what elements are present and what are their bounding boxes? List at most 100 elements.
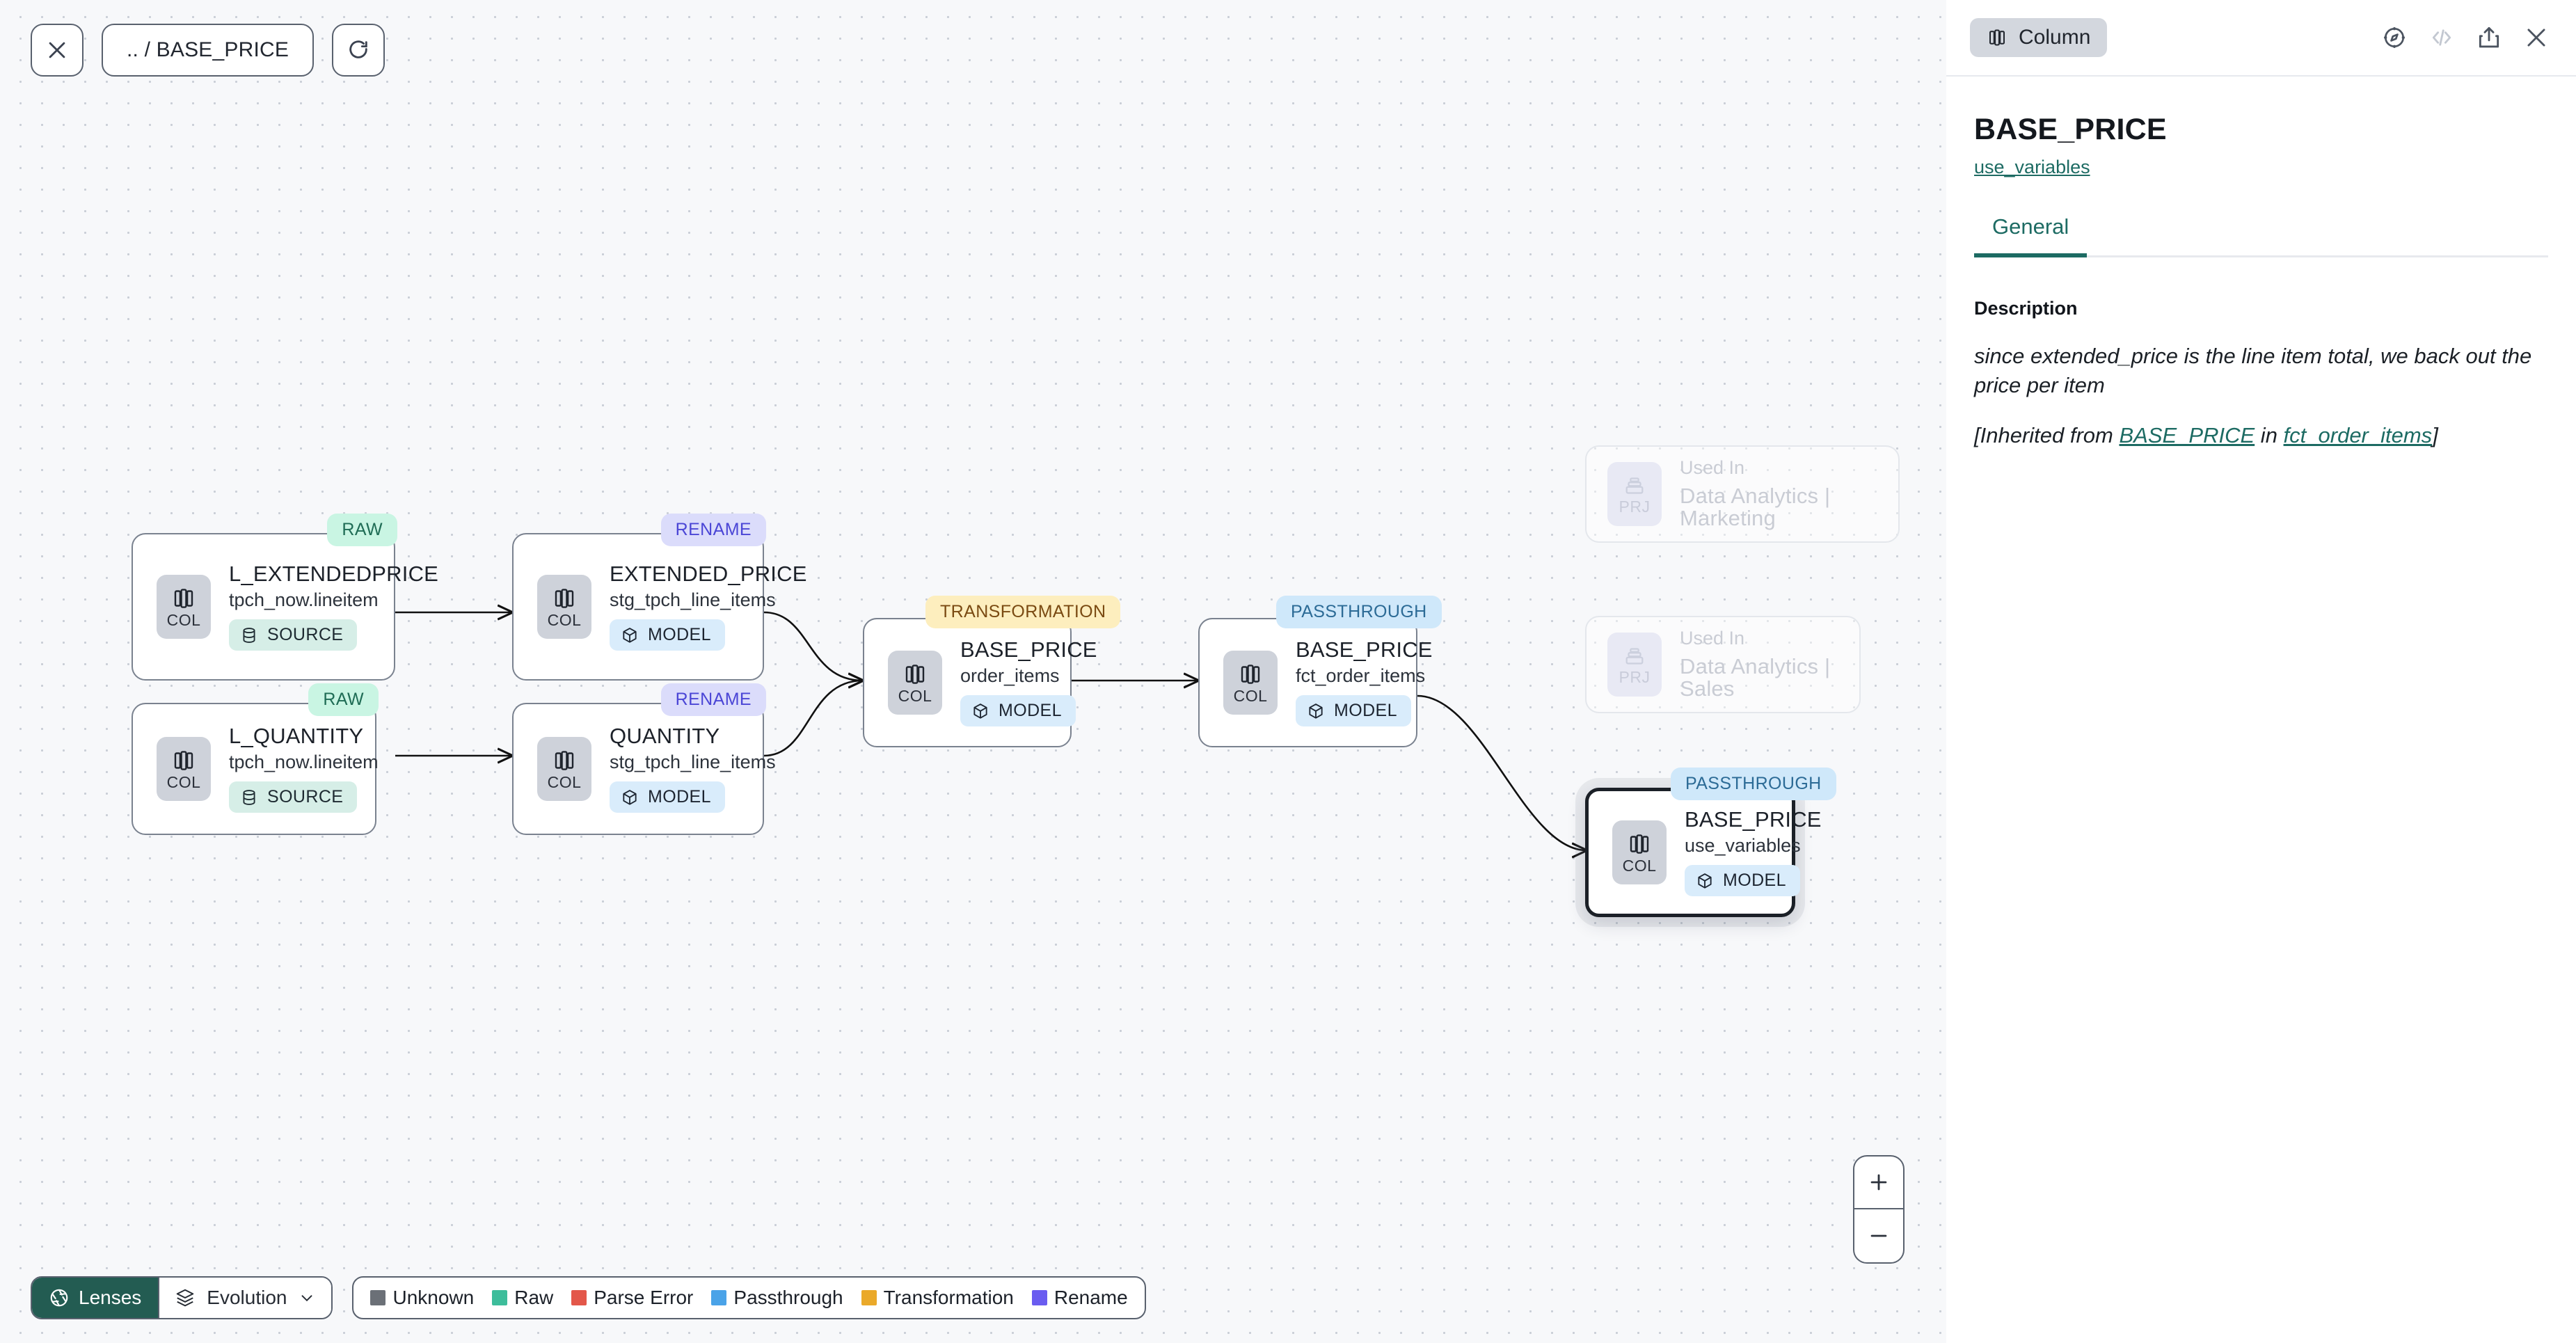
node-base-price-fct-order-items[interactable]: PASSTHROUGH COL BASE_PRICE fct_order_ite… (1198, 596, 1442, 747)
legend-label: Parse Error (594, 1287, 694, 1308)
node-kind-pill: MODEL (1296, 695, 1411, 727)
node-badge-passthrough: PASSTHROUGH (1276, 596, 1442, 628)
used-in-label: Used In (1680, 457, 1745, 479)
minus-icon (1870, 1234, 1887, 1237)
cube-icon (973, 704, 987, 719)
legend-item: Transformation (861, 1287, 1014, 1309)
col-type-label: COL (547, 610, 582, 629)
node-kind-pill: MODEL (960, 695, 1076, 727)
lenses-button[interactable]: Lenses (32, 1278, 159, 1318)
col-type-label: COL (1622, 856, 1657, 875)
zoom-in-button[interactable] (1854, 1157, 1903, 1209)
zoom-out-button[interactable] (1854, 1209, 1903, 1262)
node-title: BASE_PRICE (1685, 806, 1822, 832)
legend-swatch (1031, 1290, 1047, 1305)
share-icon (2479, 26, 2499, 48)
cube-icon (623, 628, 637, 643)
entity-type-chip[interactable]: Column (1970, 18, 2108, 57)
node-badge-raw: RAW (308, 683, 379, 716)
node-kind-pill: MODEL (610, 619, 725, 651)
node-used-in-sales[interactable]: PRJ Used In Data Analytics | Sales (1585, 616, 1861, 713)
node-body: Used In Data Analytics | Marketing (1680, 458, 1898, 530)
prj-type-label: PRJ (1619, 667, 1651, 686)
node-body: BASE_PRICE fct_order_items MODEL (1296, 638, 1433, 727)
explore-button[interactable] (2381, 24, 2408, 51)
database-icon (243, 790, 255, 805)
code-icon (2432, 29, 2451, 46)
node-body: L_EXTENDEDPRICE tpch_now.lineitem SOURCE (229, 561, 439, 651)
description-label: Description (1974, 298, 2078, 319)
node-title: L_QUANTITY (229, 723, 364, 748)
node-title: QUANTITY (610, 723, 720, 748)
col-type-badge: COL (1612, 820, 1667, 884)
legend-label: Raw (514, 1287, 554, 1308)
cube-icon (1698, 873, 1712, 889)
project-icon (1625, 647, 1644, 665)
panel-close-button[interactable] (2523, 24, 2550, 51)
legend-item: Raw (492, 1287, 553, 1309)
legend-swatch (571, 1290, 587, 1305)
col-type-label: COL (547, 772, 582, 791)
node-body: EXTENDED_PRICE stg_tpch_line_items MODEL (610, 561, 807, 651)
inherited-model-link[interactable]: fct_order_items (2283, 422, 2433, 447)
prj-type-badge: PRJ (1607, 462, 1662, 526)
lineage-canvas[interactable]: .. / BASE_PRICE (0, 0, 1946, 1343)
node-kind-pill: MODEL (1685, 865, 1800, 897)
description-text: since extended_price is the line item to… (1974, 344, 2532, 397)
node-kind-pill-label: SOURCE (267, 787, 344, 807)
aperture-icon (50, 1289, 68, 1307)
col-type-label: COL (166, 610, 201, 629)
close-button[interactable] (31, 24, 84, 77)
details-panel: Column (1946, 0, 2576, 1343)
node-l-quantity[interactable]: RAW COL L_QUANTITY tpch_now.lineitem SOU… (132, 683, 379, 835)
close-icon (49, 42, 65, 58)
panel-tabs: General (1974, 214, 2548, 257)
inherited-prefix: [Inherited from (1974, 422, 2120, 447)
cube-icon (623, 790, 637, 805)
refresh-button[interactable] (332, 24, 385, 77)
node-subtitle: use_variables (1685, 835, 1801, 857)
page-title: BASE_PRICE (1974, 113, 2167, 146)
evolution-dropdown[interactable]: Evolution (158, 1278, 332, 1318)
node-base-price-order-items[interactable]: TRANSFORMATION COL BASE_PRICE order_item… (863, 596, 1121, 747)
used-in-project: Data Analytics | Sales (1680, 653, 1831, 701)
node-body: BASE_PRICE order_items MODEL (960, 637, 1097, 727)
tab-general[interactable]: General (1974, 214, 2088, 257)
legend-item: Rename (1031, 1287, 1128, 1309)
column-icon (555, 750, 574, 770)
node-base-price-use-variables[interactable]: PASSTHROUGH COL BASE_PRICE use_variables… (1585, 768, 1836, 917)
node-subtitle: stg_tpch_line_items (610, 589, 776, 611)
col-type-label: COL (1233, 686, 1268, 705)
inherited-column-link[interactable]: BASE_PRICE (2119, 422, 2255, 447)
node-used-in-marketing[interactable]: PRJ Used In Data Analytics | Marketing (1585, 445, 1900, 543)
node-kind-pill-label: MODEL (1723, 871, 1786, 891)
canvas-bottom-bar: Lenses Evolution Unknown Raw Parse Error… (31, 1276, 1146, 1319)
chevron-down-icon (302, 1295, 312, 1302)
legend-item: Unknown (370, 1287, 474, 1309)
refresh-icon (349, 40, 367, 58)
node-title: BASE_PRICE (960, 637, 1097, 662)
entity-type-label: Column (2019, 26, 2091, 49)
lenses-label: Lenses (79, 1287, 142, 1308)
legend-swatch (492, 1290, 508, 1305)
model-link[interactable]: use_variables (1974, 157, 2090, 177)
node-extended-price[interactable]: RENAME COL EXTENDED_PRICE stg_tpch_line_… (512, 514, 806, 681)
node-l-extendedprice[interactable]: RAW COL L_EXTENDEDPRICE tpch_now.lineite… (132, 514, 438, 681)
column-icon (555, 588, 574, 608)
node-title: L_EXTENDEDPRICE (229, 561, 439, 586)
node-subtitle: tpch_now.lineitem (229, 589, 379, 611)
col-type-badge: COL (537, 737, 591, 801)
code-button[interactable] (2428, 24, 2455, 51)
legend-label: Passthrough (733, 1287, 843, 1308)
inherited-note: [Inherited from BASE_PRICE in fct_order_… (1974, 421, 2548, 450)
legend-swatch (711, 1290, 727, 1305)
breadcrumb-button[interactable]: .. / BASE_PRICE (102, 24, 315, 77)
node-badge-raw: RAW (327, 514, 397, 546)
node-quantity[interactable]: RENAME COL QUANTITY stg_tpch_line_items … (512, 683, 776, 835)
share-button[interactable] (2476, 24, 2502, 51)
inherited-middle: in (2255, 422, 2284, 447)
legend-item: Parse Error (571, 1287, 693, 1309)
node-body: Used In Data Analytics | Sales (1680, 628, 1859, 700)
close-icon (2527, 29, 2545, 47)
node-title: EXTENDED_PRICE (610, 561, 807, 586)
